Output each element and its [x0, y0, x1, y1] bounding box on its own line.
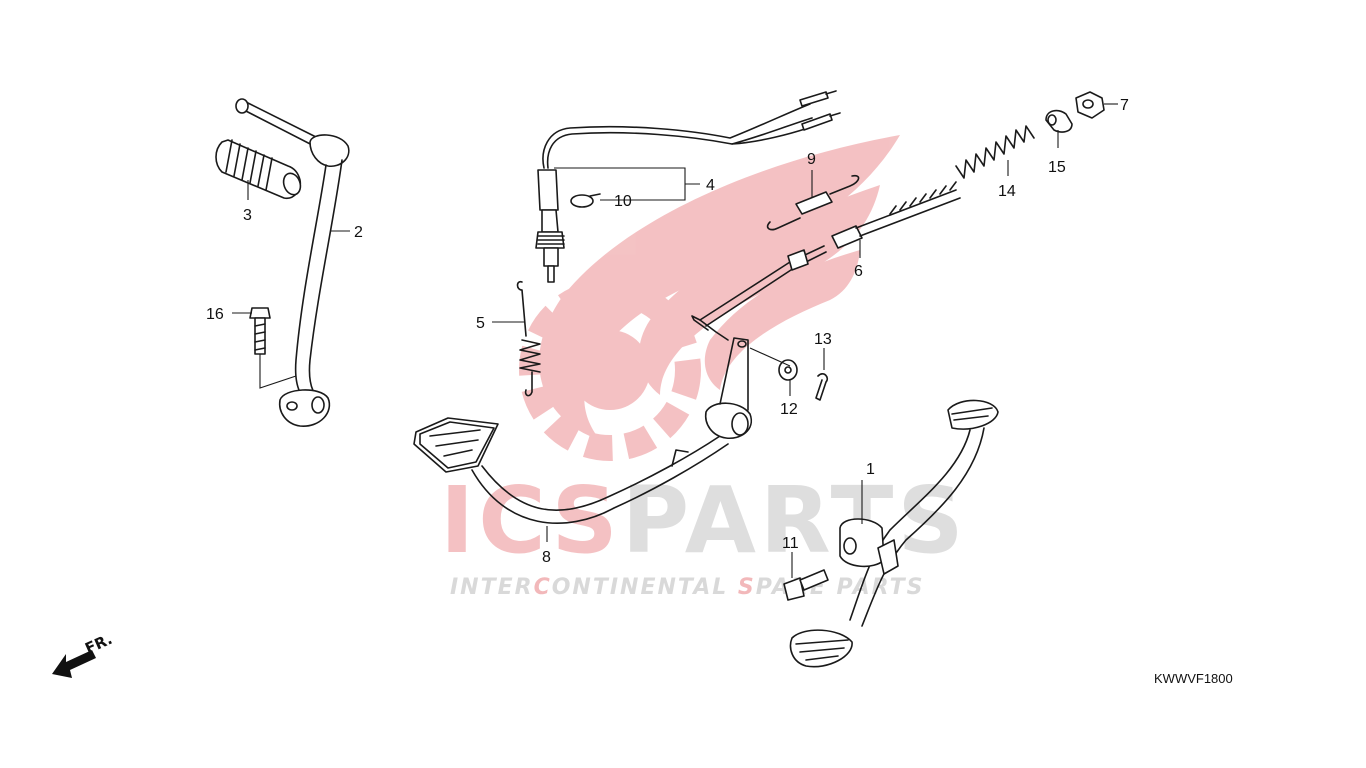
part-main-stand [789, 399, 999, 668]
part-joint-15 [1045, 109, 1073, 133]
part-kick-rubber [215, 139, 302, 200]
callout-6: 6 [854, 263, 863, 280]
part-spring-5 [516, 280, 541, 397]
part-bolt-16 [249, 307, 271, 355]
callout-2: 2 [354, 224, 363, 241]
callout-8: 8 [542, 549, 551, 566]
callout-1: 1 [866, 461, 875, 478]
part-spring-9 [766, 174, 860, 231]
part-clip-10 [570, 193, 601, 208]
part-stop-switch [535, 90, 841, 283]
winged-gear-logo [519, 135, 900, 461]
part-brake-pedal [413, 337, 753, 524]
callout-4: 4 [706, 177, 715, 194]
callout-13: 13 [814, 331, 832, 348]
callout-10: 10 [614, 193, 632, 210]
callout-14: 14 [998, 183, 1016, 200]
watermark-tagline: INTERCONTINENTAL SPARE PARTS [450, 575, 924, 600]
watermark-brand: ICSPARTS [440, 467, 968, 574]
callout-12: 12 [780, 401, 798, 418]
part-nut-7 [1075, 91, 1105, 119]
part-kick-arm [235, 98, 350, 427]
watermark [519, 135, 900, 461]
callout-labels: 1 2 3 4 5 6 7 8 9 10 11 12 13 14 15 16 [206, 97, 1129, 566]
leader-lines [232, 103, 1118, 578]
front-direction-marker: FR. [52, 630, 115, 678]
part-spring-14 [955, 125, 1035, 179]
callout-11: 11 [782, 535, 799, 552]
callout-7: 7 [1120, 97, 1129, 114]
front-arrow-icon [52, 650, 96, 678]
part-washer-12 [778, 359, 798, 381]
part-bolt-11 [783, 569, 829, 601]
front-label: FR. [82, 630, 115, 658]
callout-15: 15 [1048, 159, 1066, 176]
callout-9: 9 [807, 151, 816, 168]
diagram-code: KWWVF1800 [1154, 671, 1233, 686]
callout-16: 16 [206, 306, 224, 323]
callout-3: 3 [243, 207, 252, 224]
part-brake-rod [691, 181, 961, 341]
part-cotter-pin-13 [815, 373, 829, 401]
callout-5: 5 [476, 315, 485, 332]
